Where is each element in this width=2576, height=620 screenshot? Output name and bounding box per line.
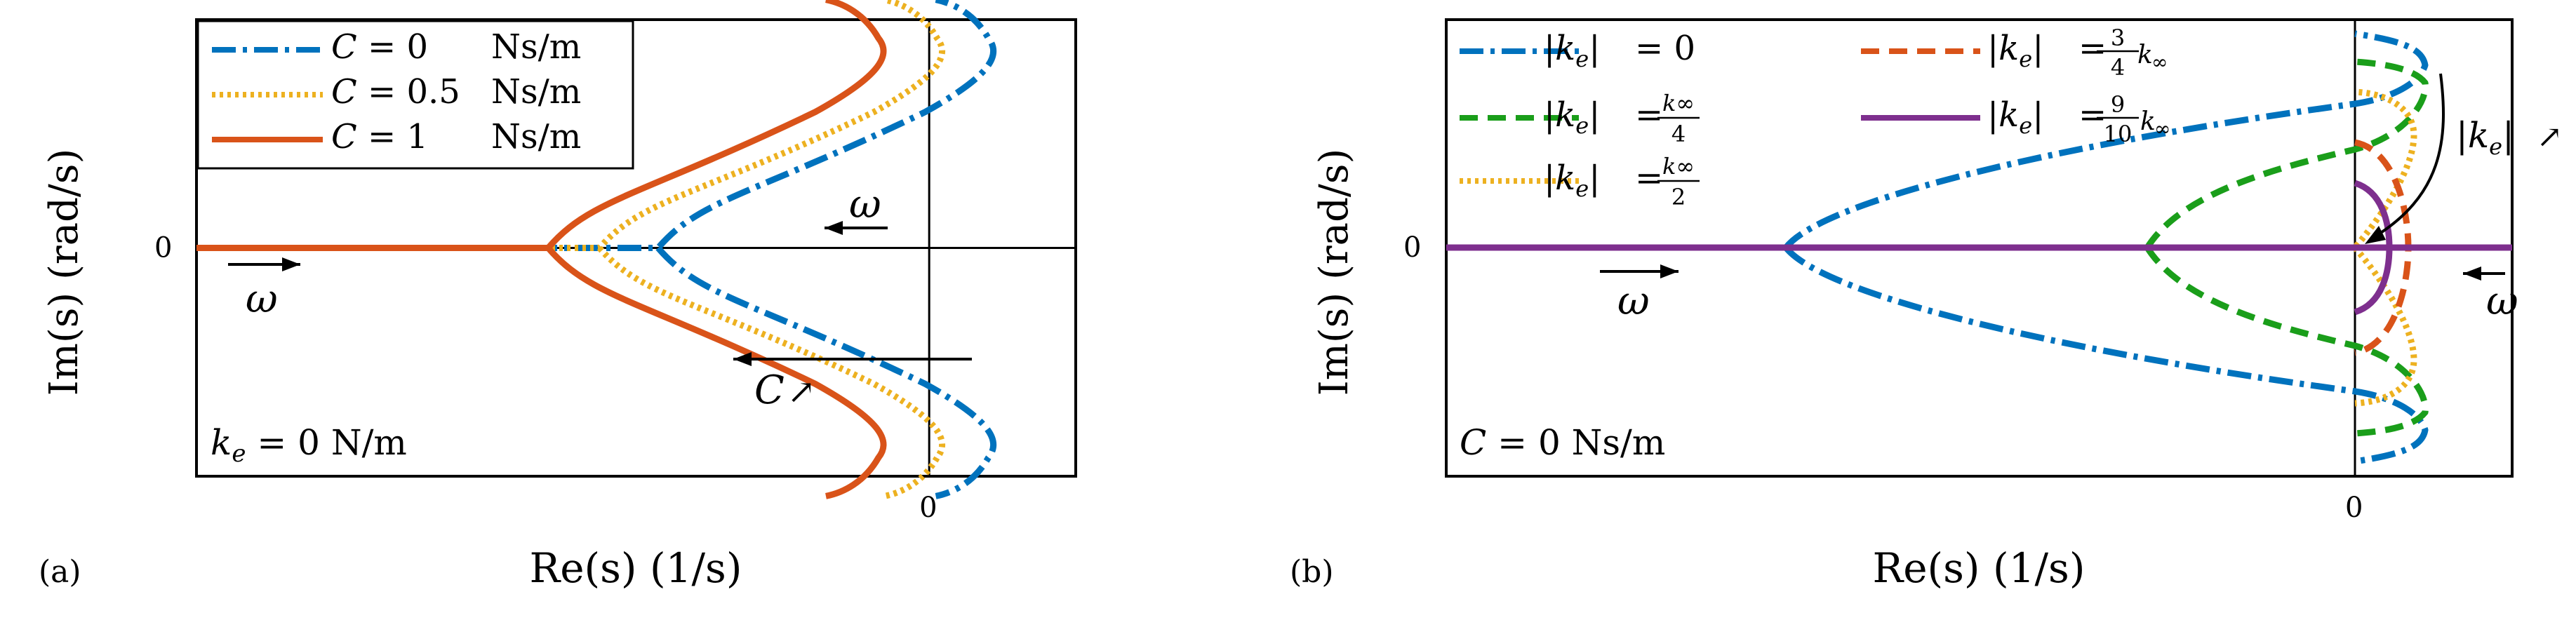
legend-frac-b-4-den: 10: [2104, 121, 2133, 147]
legend-frac-b-1-den: 4: [1671, 121, 1686, 147]
param-arrow-b: [2370, 73, 2445, 240]
series-a-1: [196, 0, 946, 499]
legend-inf-b-4: ∞: [2154, 117, 2170, 140]
legend-frac-b-1-num: k∞: [1662, 90, 1695, 116]
x-axis-label-b: Re(s) (1/s): [1873, 544, 2086, 592]
x-tick-0-b: 0: [2345, 492, 2363, 524]
series-b-0: [1446, 30, 2429, 465]
legend-label-a-0: C = 0: [331, 27, 428, 67]
legend-unit-a-1: Ns/m: [491, 72, 581, 112]
legend-label-b-0: |ke|: [1544, 29, 1600, 72]
omega-arrow-right-b: [1600, 264, 1679, 278]
legend-label-b-3: |ke|: [1987, 29, 2043, 72]
legend-frac-b-3: 34: [2097, 25, 2139, 81]
param-arrowhead-b: [2365, 226, 2386, 244]
series-b-1: [2144, 58, 2429, 437]
omega-arrow-left-a: [825, 221, 888, 235]
legend-label-b-2: |ke|: [1544, 159, 1600, 202]
legend-frac-b-3-num: 3: [2111, 25, 2125, 51]
legend-box-a: [196, 20, 634, 170]
legend-frac-b-2-den: 2: [1671, 184, 1686, 210]
legend-frac-b-4-num: 9: [2111, 91, 2125, 118]
legend-inf-b-3: ∞: [2151, 50, 2168, 74]
legend-eq-b-2: =: [1635, 159, 1663, 198]
legend-frac-b-3-den: 4: [2111, 54, 2125, 81]
y-tick-0-a: 0: [154, 232, 172, 264]
series-a-2: [196, 0, 887, 499]
y-axis-label-a: Im(s) (rad/s): [41, 149, 87, 396]
x-tick-0-a: 0: [919, 492, 937, 524]
y-axis-label-b: Im(s) (rad/s): [1312, 149, 1357, 396]
omega-label-right-b: ω: [1617, 278, 1650, 324]
param-arrow-a: [733, 352, 972, 366]
legend-eq-b-0: = 0: [1635, 29, 1695, 68]
panel-label-a: (a): [39, 554, 81, 590]
legend-label-a-1: C = 0.5: [331, 72, 460, 112]
x-axis-label-a: Re(s) (1/s): [530, 544, 742, 592]
param-label-a: C: [754, 368, 785, 413]
series-b-2: [1446, 88, 2417, 407]
legend-kinf-b-4: k: [2140, 107, 2156, 136]
param-glyph-a: ↗: [787, 372, 815, 412]
omega-label-left-a: ω: [849, 182, 881, 227]
omega-arrow-right-a: [228, 257, 300, 271]
series-a-0: [196, 0, 997, 499]
y-tick-0-b: 0: [1403, 231, 1421, 264]
legend-unit-a-0: Ns/m: [491, 27, 581, 67]
legend-frac-b-4: 910: [2097, 91, 2139, 147]
omega-label-left-b: ω: [2486, 278, 2518, 324]
legend-unit-a-2: Ns/m: [491, 117, 581, 156]
legend-eq-b-4: =: [2078, 95, 2107, 135]
omega-arrow-left-b: [2463, 267, 2505, 281]
corner-note-a: ke = 0 N/m: [211, 422, 407, 468]
omega-label-right-a: ω: [246, 276, 278, 322]
param-label-b: |ke|: [2456, 115, 2514, 160]
series-b-4: [1446, 180, 2512, 316]
legend-kinf-b-3: k: [2137, 41, 2153, 69]
legend-frac-b-2-num: k∞: [1662, 153, 1695, 180]
legend-label-a-2: C = 1: [331, 117, 428, 156]
legend-label-b-1: |ke|: [1544, 95, 1600, 139]
legend-eq-b-3: =: [2078, 29, 2107, 68]
legend-label-b-4: |ke|: [1987, 95, 2043, 139]
legend-eq-b-1: =: [1635, 95, 1663, 135]
param-glyph-b: ↗: [2537, 119, 2563, 155]
corner-note-b: C = 0 Ns/m: [1460, 422, 1665, 463]
panel-label-b: (b): [1290, 554, 1334, 590]
